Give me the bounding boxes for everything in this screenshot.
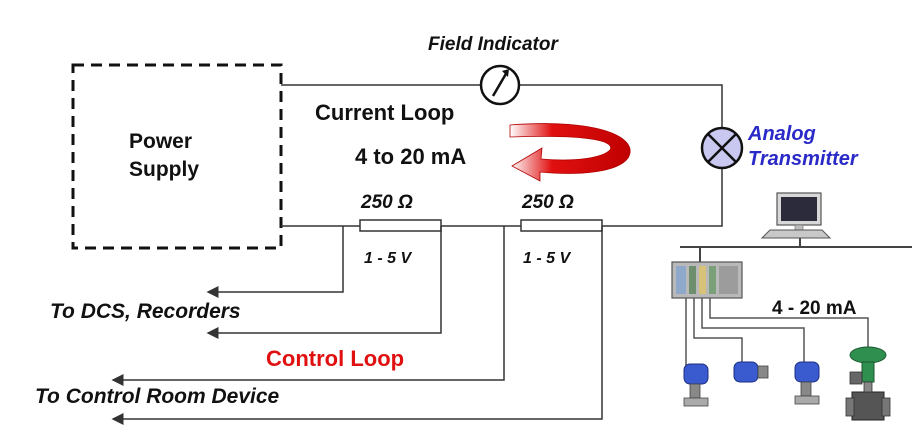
resistor-right [520, 219, 603, 232]
computer-icon [760, 192, 832, 239]
control-loop-label: Control Loop [266, 346, 405, 371]
current-loop-arrow [509, 123, 631, 182]
analog-transmitter-label-line1: Analog [748, 123, 816, 145]
to-control-room-label: To Control Room Device [35, 385, 280, 408]
control-room-signal-line-2 [111, 226, 603, 425]
power-supply-label-line1: Power [129, 130, 193, 153]
pressure-transmitter-icon [683, 363, 709, 407]
controller-rack-icon [671, 261, 743, 299]
control-room-signal-line [111, 226, 505, 386]
voltage-left-label: 1 - 5 V [364, 250, 412, 267]
field-signal-label: 4 - 20 mA [772, 298, 857, 319]
resistor-right-value: 250 Ω [522, 192, 574, 213]
power-supply-label-line2: Supply [129, 158, 200, 181]
loop-wire-top-right [520, 84, 723, 128]
voltage-right-label: 1 - 5 V [523, 250, 571, 267]
dcs-signal-line [206, 226, 344, 298]
resistor-left [359, 219, 442, 232]
gauge-icon [479, 64, 521, 106]
field-wiring [685, 298, 869, 372]
to-dcs-label: To DCS, Recorders [50, 300, 241, 323]
power-supply-box [71, 63, 283, 250]
recorder-signal-line [206, 226, 442, 339]
pressure-transmitter-icon [733, 361, 769, 383]
lamp-cross-icon [700, 126, 744, 170]
analog-transmitter-label-line2: Transmitter [748, 148, 858, 170]
control-valve-icon [845, 346, 891, 421]
current-loop-label: Current Loop [315, 100, 455, 125]
field-indicator-label: Field Indicator [428, 34, 558, 55]
resistor-left-value: 250 Ω [361, 192, 413, 213]
loop-wire-right [602, 168, 723, 227]
current-range-label: 4 to 20 mA [355, 144, 467, 169]
pressure-transmitter-icon [794, 361, 820, 405]
